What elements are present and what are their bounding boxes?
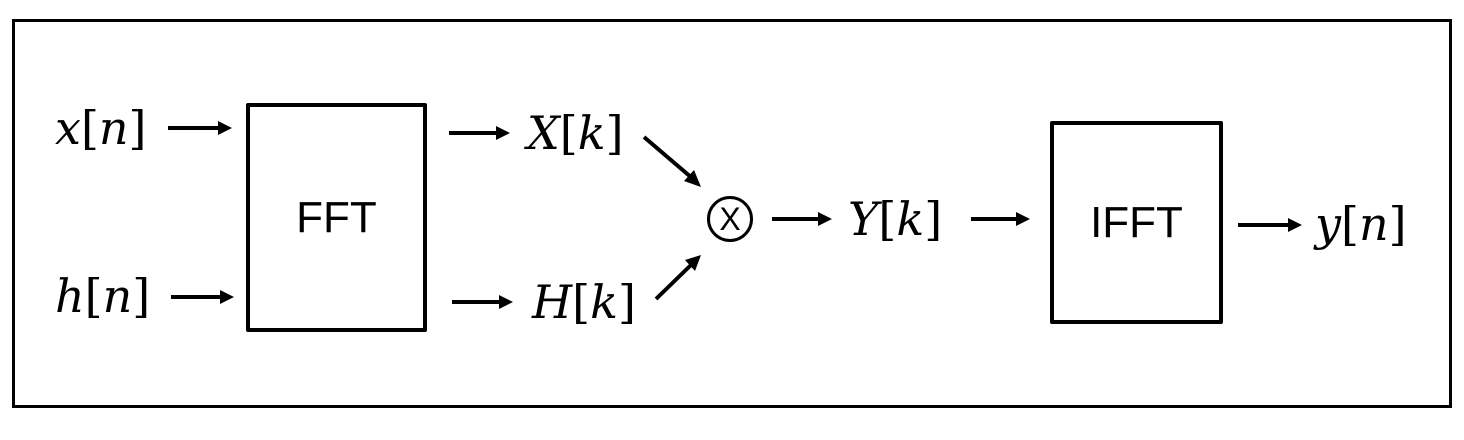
input-x-n: x[n]	[55, 101, 147, 155]
arrowhead-icon	[220, 290, 234, 304]
arrowhead-icon	[685, 255, 701, 271]
arrowhead-icon	[818, 212, 832, 226]
arrow-X-to-mult	[642, 135, 694, 180]
arrowhead-icon	[1016, 212, 1030, 226]
arrow-H-to-mult	[654, 262, 694, 301]
arrowhead-icon	[684, 170, 701, 187]
input-h-n: h[n]	[55, 269, 151, 323]
multiply-icon: X	[707, 196, 753, 242]
output-y-n: y[n]	[1315, 197, 1407, 251]
arrowhead-icon	[218, 121, 232, 135]
spectrum-Y-k: Y[k]	[848, 192, 943, 246]
fft-block: FFT	[246, 103, 427, 332]
arrowhead-icon	[496, 126, 510, 140]
diagram-frame	[12, 19, 1452, 408]
arrowhead-icon	[499, 295, 513, 309]
arrowhead-icon	[1288, 218, 1302, 232]
spectrum-X-k: X[k]	[527, 106, 624, 160]
spectrum-H-k: H[k]	[532, 275, 636, 329]
fft-label: FFT	[296, 192, 377, 242]
ifft-label: IFFT	[1090, 197, 1183, 247]
ifft-block: IFFT	[1050, 121, 1223, 324]
